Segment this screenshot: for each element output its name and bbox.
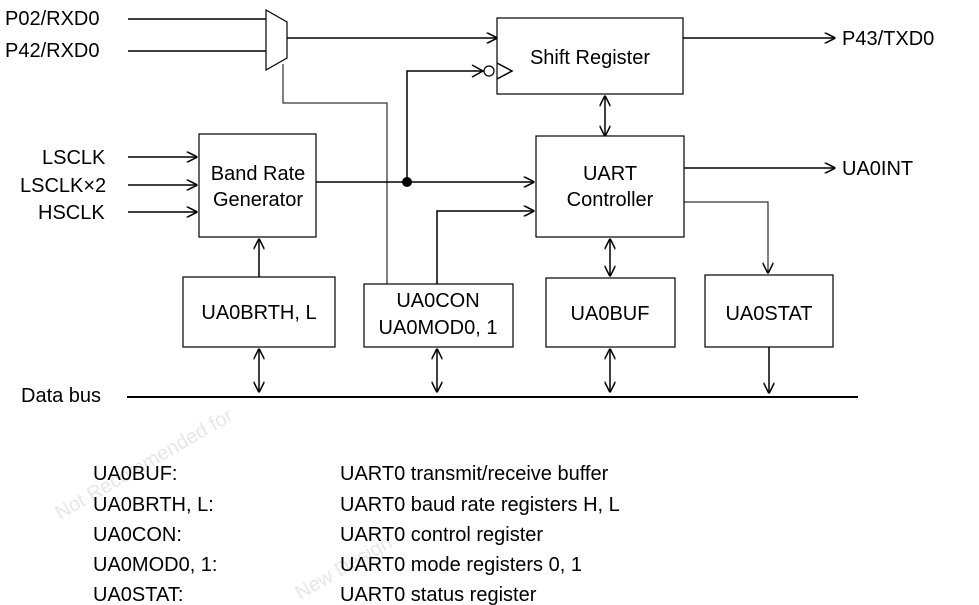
inverted-clock-bubble xyxy=(483,65,495,77)
legend-desc: UART0 mode registers 0, 1 xyxy=(340,554,582,576)
uart-controller-label-2: Controller xyxy=(567,189,654,211)
clock-arrowhead xyxy=(471,64,485,78)
output-txd-label: P43/TXD0 xyxy=(842,28,934,50)
input-lsclk-label: LSCLK xyxy=(42,147,106,169)
control-to-uart-arrow xyxy=(436,211,534,284)
ua0stat-label: UA0STAT xyxy=(725,303,812,325)
ua0buf-label: UA0BUF xyxy=(571,303,650,325)
uart-controller-block xyxy=(535,135,685,238)
input-hsclk-label: HSCLK xyxy=(38,202,105,224)
ua0brth-register-block xyxy=(182,276,336,348)
ua0buf-register-block xyxy=(545,277,676,348)
input-multiplexer xyxy=(265,8,288,72)
ua0mod-label: UA0MOD0, 1 xyxy=(379,317,498,339)
clock-to-shift-line xyxy=(406,70,483,182)
legend-desc: UART0 baud rate registers H, L xyxy=(340,494,620,516)
legend-key: UA0MOD0, 1: xyxy=(93,554,217,576)
legend-key: UA0BUF: xyxy=(93,463,177,485)
clock-edge-triangle xyxy=(496,62,514,80)
ua0con-register-block xyxy=(363,283,514,348)
data-bus-label: Data bus xyxy=(21,385,101,407)
band-rate-label-1: Band Rate xyxy=(211,163,306,185)
legend-desc: UART0 transmit/receive buffer xyxy=(340,463,609,485)
band-rate-label-2: Generator xyxy=(213,189,303,211)
mux-select-line xyxy=(282,64,388,284)
ua0brth-label: UA0BRTH, L xyxy=(201,302,316,324)
register-legend: UA0BUF: UART0 transmit/receive buffer UA… xyxy=(93,463,620,605)
input-lsclk2-label: LSCLK×2 xyxy=(20,175,106,197)
legend-desc: UART0 control register xyxy=(340,524,543,546)
input-p02-label: P02/RXD0 xyxy=(5,8,100,30)
legend-desc: UART0 status register xyxy=(340,584,537,605)
legend-key: UA0BRTH, L: xyxy=(93,494,214,516)
legend-key: UA0CON: xyxy=(93,524,182,546)
shift-register-label: Shift Register xyxy=(530,47,650,69)
ua0con-label: UA0CON xyxy=(396,290,479,312)
band-rate-generator-block xyxy=(198,133,317,238)
ua0stat-register-block xyxy=(704,274,834,348)
clock-junction-dot xyxy=(402,177,412,187)
output-int-label: UA0INT xyxy=(842,158,913,180)
uart-to-status-arrow xyxy=(684,201,768,273)
legend-key: UA0STAT: xyxy=(93,584,183,605)
shift-register-block xyxy=(496,17,684,95)
uart-controller-label-1: UART xyxy=(583,163,637,185)
input-p42-label: P42/RXD0 xyxy=(5,40,100,62)
